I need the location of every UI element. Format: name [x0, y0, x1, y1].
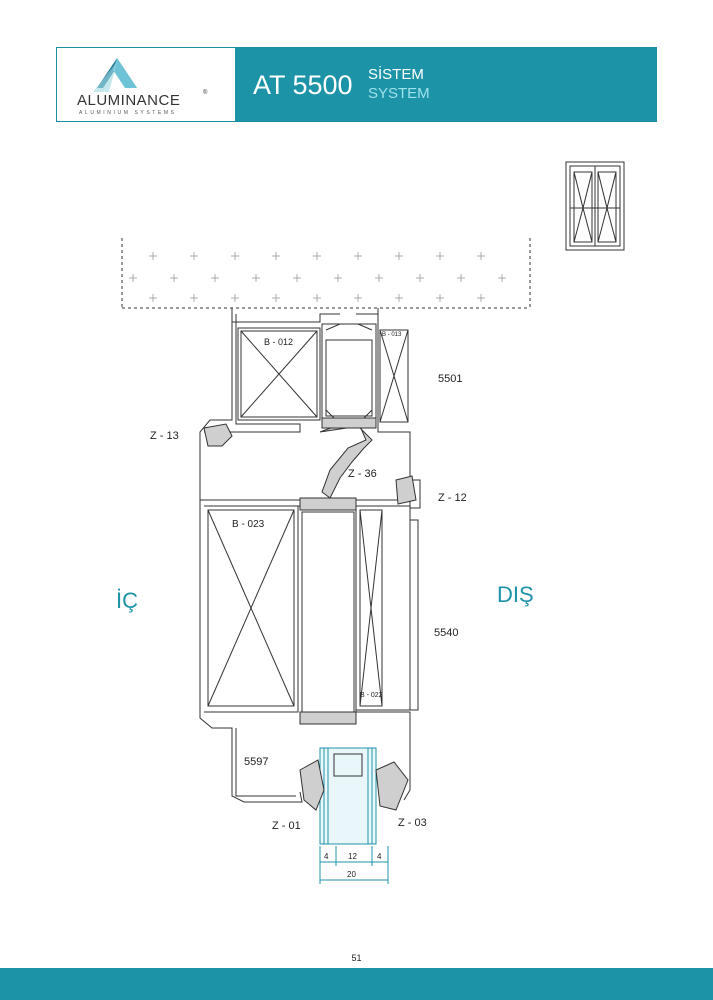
label-inside: İÇ: [116, 588, 138, 613]
label-gasket-z13: Z - 13: [150, 430, 179, 442]
logo-mark-icon: [93, 58, 137, 92]
label-barrier-b012: B - 012: [264, 337, 294, 347]
dim-total: 20: [347, 870, 356, 879]
label-profile-5540: 5540: [434, 627, 459, 639]
label-barrier-b022: B - 022: [360, 692, 383, 699]
page-number: 51: [351, 953, 362, 963]
system-label-tr: SİSTEM: [368, 66, 424, 83]
logo: ALUMINANCE ® ALUMINIUM SYSTEMS: [57, 48, 235, 121]
brand-subtitle: ALUMINIUM SYSTEMS: [79, 110, 177, 116]
label-gasket-z12: Z - 12: [438, 492, 467, 504]
dimension-lines: [319, 846, 389, 884]
dim-cavity: 12: [348, 852, 357, 861]
frame-profile-5501: [199, 308, 421, 509]
registered-mark: ®: [203, 90, 208, 96]
footer-bar: [0, 968, 713, 1000]
glass-unit: [319, 747, 377, 845]
label-profile-5501: 5501: [438, 373, 463, 385]
gasket-shapes: [203, 417, 417, 811]
label-profile-5597: 5597: [244, 756, 269, 768]
system-label-en: SYSTEM: [368, 85, 430, 102]
label-barrier-b013: B - 013: [382, 332, 402, 338]
label-gasket-z01: Z - 01: [272, 820, 301, 832]
brand-name: ALUMINANCE: [77, 92, 181, 109]
window-thumbnail-icon: [565, 161, 625, 251]
dim-inner-glass: 4: [377, 852, 382, 861]
label-outside: DIŞ: [497, 582, 534, 607]
system-title: AT 5500: [253, 70, 353, 100]
label-gasket-z03: Z - 03: [398, 817, 427, 829]
thermal-break-frame: [321, 323, 377, 425]
page-header: ALUMINANCE ® ALUMINIUM SYSTEMS AT 5500 S…: [56, 47, 657, 122]
sash-profile-5540: [199, 500, 419, 803]
title-band: AT 5500 SİSTEM SYSTEM: [235, 48, 656, 121]
dim-outer-glass: 4: [324, 852, 329, 861]
wall-section: [121, 238, 531, 309]
label-barrier-b023: B - 023: [232, 519, 265, 530]
label-gasket-z36: Z - 36: [348, 468, 377, 480]
